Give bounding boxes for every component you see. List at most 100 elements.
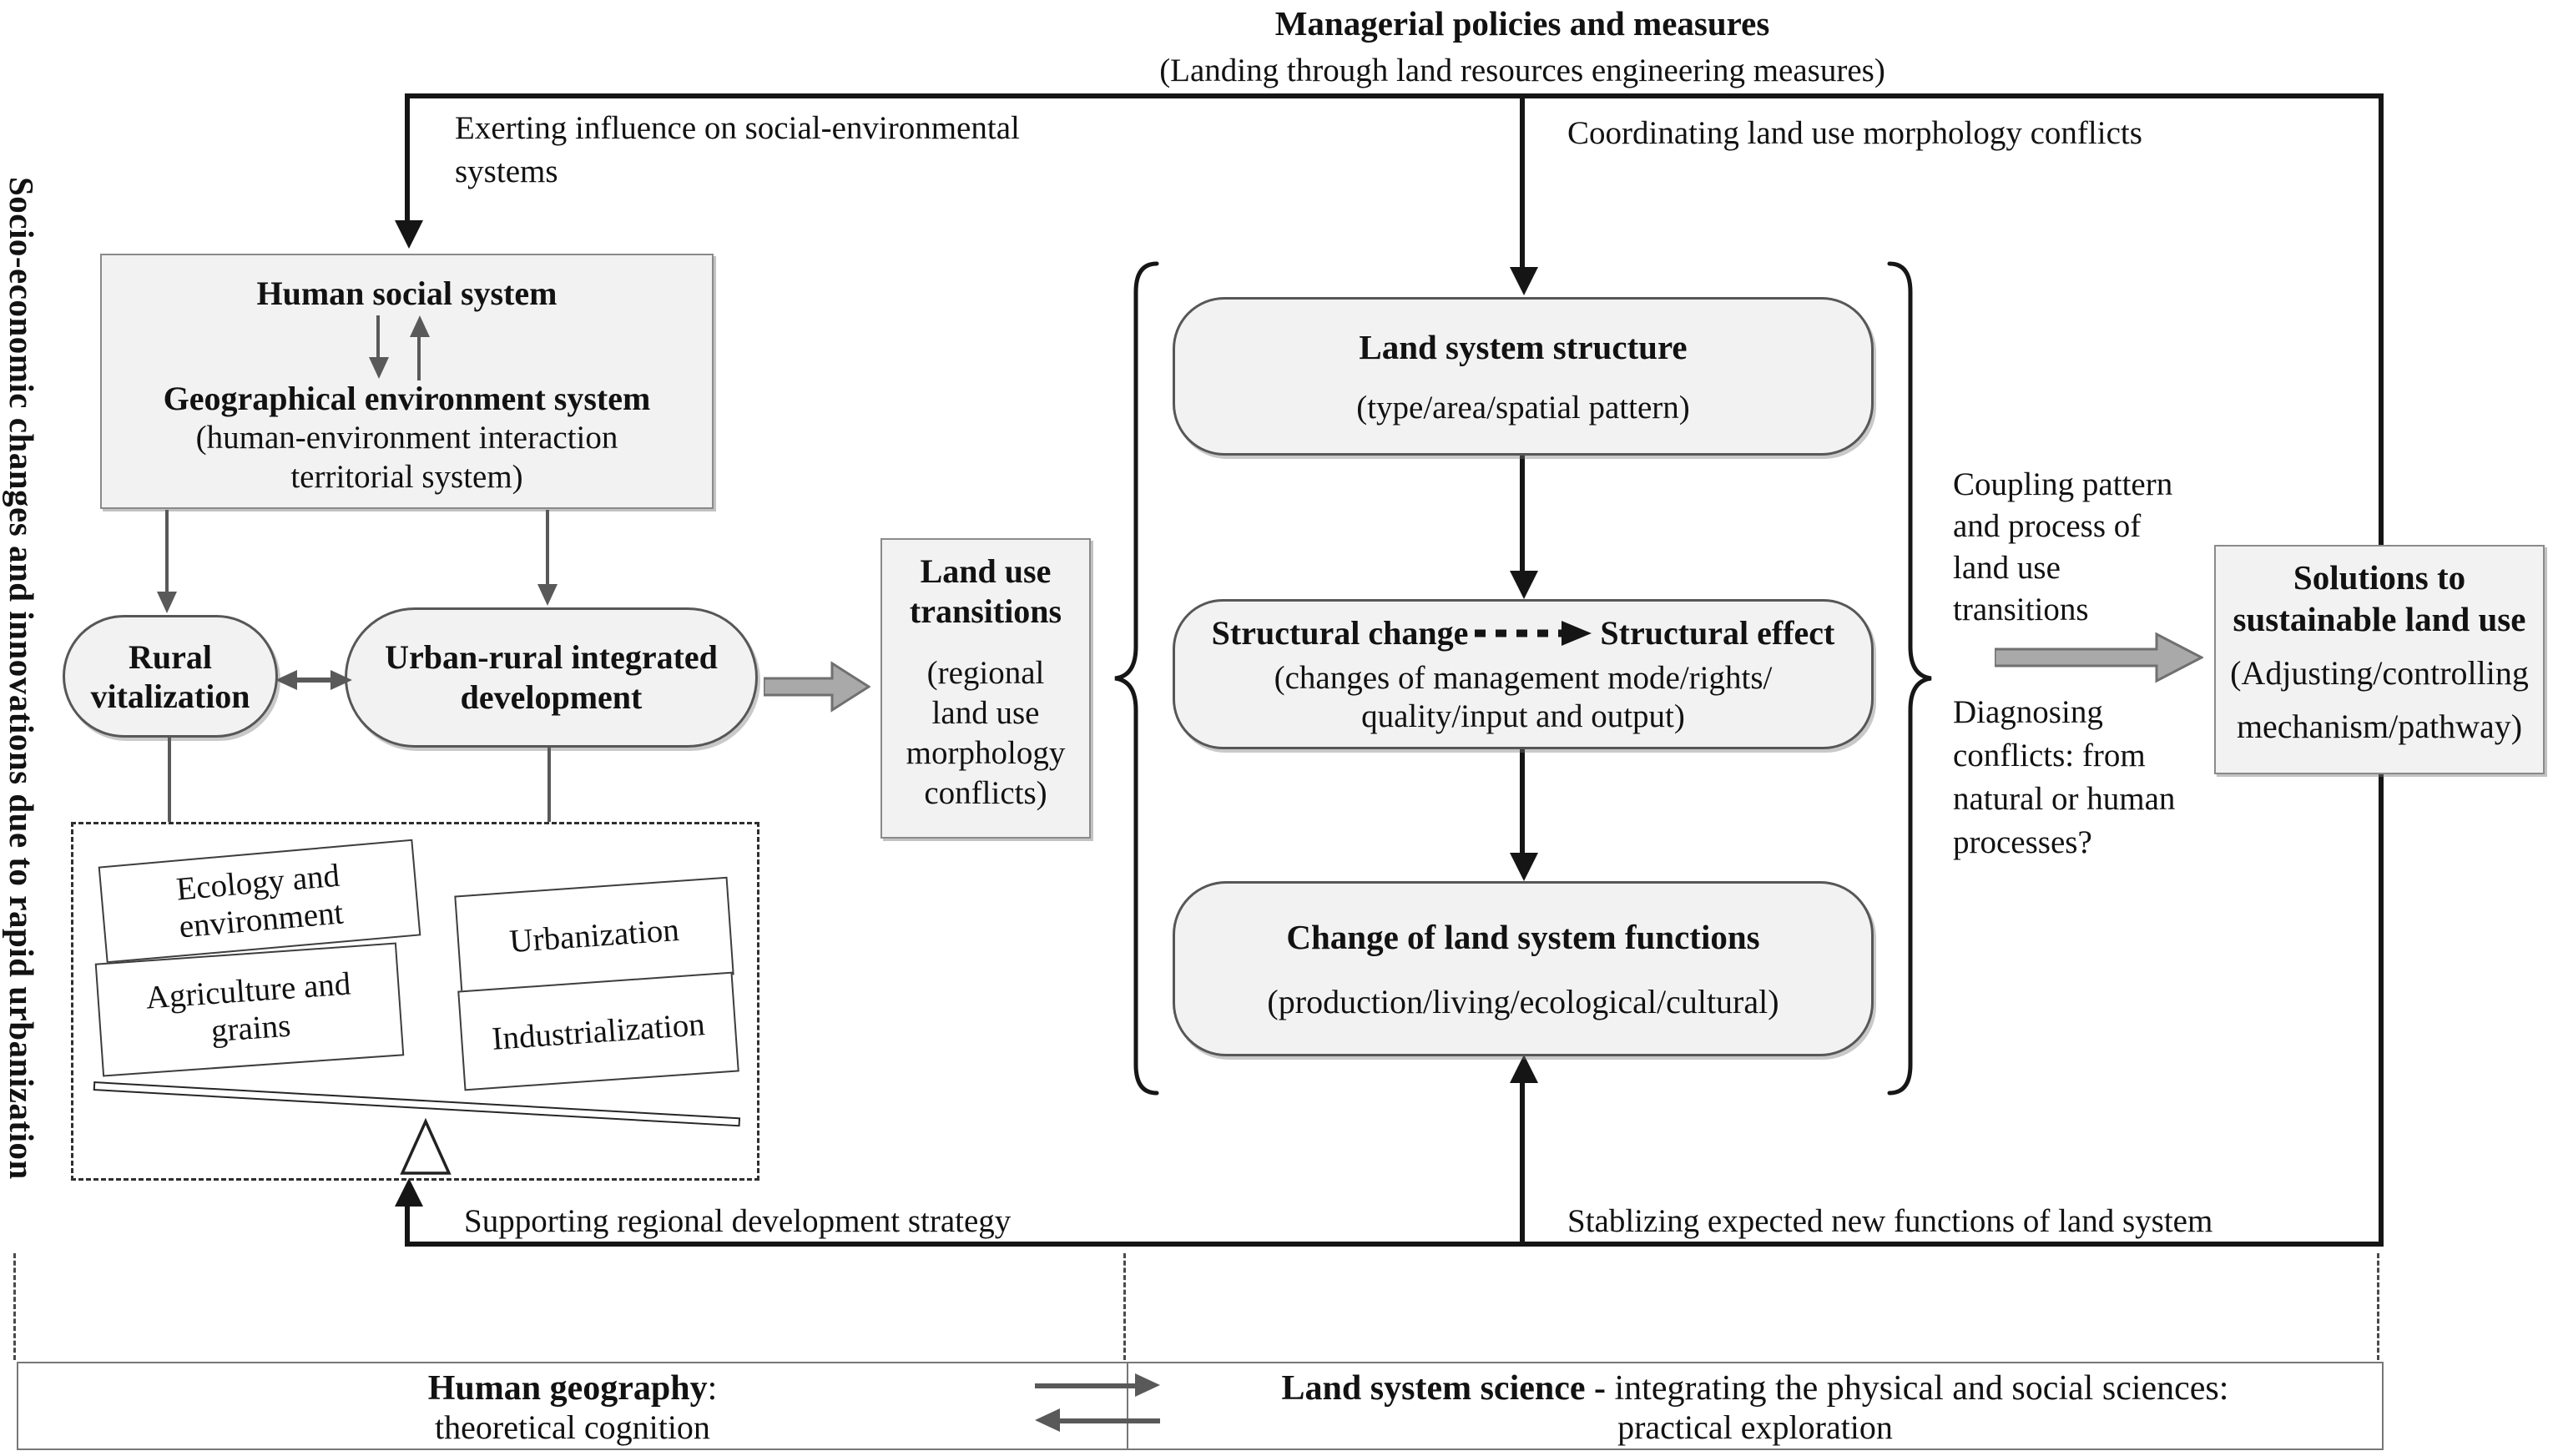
structural-change-box: Structural change Structural effect (cha… <box>1173 599 1874 749</box>
diagnosing-line3: natural or human <box>1953 781 2176 817</box>
factor-urbanization-label: Urbanization <box>507 911 681 960</box>
social-system-note-line1: (human-environment interaction <box>195 420 618 456</box>
coupling-line4: transitions <box>1953 592 2089 627</box>
managerial-title: Managerial policies and measures <box>1274 4 1770 43</box>
rural-urban-arrow-line <box>294 678 330 683</box>
transitions-note-line1: (regional <box>926 655 1045 691</box>
transitions-note-line2: land use <box>931 695 1040 731</box>
rural-vitalization-box: Rural vitalization <box>63 615 278 738</box>
urban-line1: Urban-rural integrated <box>385 638 718 676</box>
factor-industrialization-label: Industrialization <box>490 1005 706 1057</box>
diagnosing-note: Diagnosing conflicts: from natural or hu… <box>1953 691 2175 864</box>
solutions-note-line2: mechanism/pathway) <box>2236 708 2523 745</box>
left-influence-arrowhead-icon <box>395 220 423 249</box>
coupling-line1: Coupling pattern <box>1953 466 2173 502</box>
top-policy-line <box>407 93 2384 98</box>
land-system-science-cell: Land system science - integrating the ph… <box>1128 1363 2382 1448</box>
diagnosing-line4: processes? <box>1953 824 2092 860</box>
solutions-title-line2: sustainable land use <box>2233 600 2526 638</box>
human-geography-colon: : <box>707 1369 718 1408</box>
geographical-system-title: Geographical environment system <box>163 380 651 417</box>
left-influence-line <box>405 93 410 225</box>
bottom-feedback-line <box>407 1242 2384 1247</box>
rural-line1: Rural <box>129 637 212 676</box>
structure-subtitle: (type/area/spatial pattern) <box>1356 389 1690 426</box>
structure-to-structural-line <box>1520 456 1525 572</box>
diagnosing-line1: Diagnosing <box>1953 694 2103 730</box>
factor-agriculture-box: Agriculture and grains <box>94 942 405 1077</box>
social-system-title: Human social system <box>256 275 558 312</box>
exchange-left-arrowhead-icon <box>1035 1408 1060 1432</box>
factor-industrialization-box: Industrialization <box>457 971 739 1091</box>
rural-urban-right-arrowhead-icon <box>330 670 352 690</box>
right-dashed-connector <box>2377 1253 2379 1360</box>
transitions-note-line3: morphology <box>906 735 1066 771</box>
land-system-structure-box: Land system structure (type/area/spatial… <box>1173 297 1874 456</box>
functions-subtitle: (production/living/ecological/cultural) <box>1267 982 1779 1020</box>
transitions-note-line4: conflicts) <box>924 775 1047 811</box>
block-arrow-to-transitions-icon <box>764 661 870 713</box>
structure-to-structural-arrowhead-icon <box>1510 571 1538 599</box>
land-system-science-rest: integrating the physical and social scie… <box>1614 1369 2229 1408</box>
interaction-down-arrow-icon <box>369 357 389 379</box>
structural-to-functions-arrowhead-icon <box>1510 853 1538 881</box>
structural-change-label: Structural change <box>1211 614 1469 652</box>
structural-note-line2: quality/input and output) <box>1361 698 1685 734</box>
left-axis-label: Socio-economic changes and innovations d… <box>3 177 41 1180</box>
structure-title: Land system structure <box>1359 327 1688 366</box>
urban-to-panel-line <box>547 748 551 822</box>
coupling-note: Coupling pattern and process of land use… <box>1953 464 2172 631</box>
human-geography-cell: Human geography: theoretical cognition <box>18 1363 1127 1448</box>
urban-rural-box: Urban-rural integrated development <box>345 607 758 748</box>
supporting-arrow-line <box>405 1207 410 1247</box>
transitions-title-line1: Land use <box>920 552 1052 590</box>
mid-policy-line <box>1520 93 1525 270</box>
structural-to-functions-line <box>1520 749 1525 854</box>
coordinating-note: Coordinating land use morphology conflic… <box>1567 115 2142 151</box>
exchange-right-arrowhead-icon <box>1135 1373 1160 1397</box>
social-to-rural-arrowhead-icon <box>157 592 177 613</box>
human-geography-title: Human geography <box>427 1369 708 1408</box>
mid-policy-arrowhead-icon <box>1510 267 1538 295</box>
bottom-bar-divider <box>1127 1363 1128 1448</box>
seesaw-fulcrum-icon <box>400 1118 452 1175</box>
coupling-line3: land use <box>1953 550 2061 586</box>
right-brace-icon <box>1887 261 1932 1096</box>
interaction-up-line <box>417 335 421 380</box>
social-system-note-line2: territorial system) <box>290 459 523 495</box>
supporting-note: Supporting regional development strategy <box>464 1203 1012 1239</box>
social-to-urban-line <box>546 510 549 586</box>
mid-dashed-connector <box>1123 1253 1126 1360</box>
land-system-science-title: Land system science - <box>1281 1369 1607 1408</box>
structural-note-line1: (changes of management mode/rights/ <box>1274 660 1773 696</box>
stablizing-arrowhead-icon <box>1510 1055 1538 1083</box>
structural-change-row: Structural change Structural effect <box>1212 613 1835 652</box>
exerting-note-line2: systems <box>455 154 558 189</box>
structural-effect-label: Structural effect <box>1600 614 1835 652</box>
social-system-box: Human social system Geographical environ… <box>100 254 714 509</box>
interaction-down-line <box>376 315 380 360</box>
land-use-transitions-box: Land use transitions (regional land use … <box>880 538 1091 839</box>
supporting-arrowhead-icon <box>395 1178 423 1207</box>
left-brace-icon <box>1114 261 1159 1096</box>
factor-agriculture-line2: grains <box>209 1007 292 1050</box>
rural-to-panel-line <box>168 738 171 822</box>
land-system-science-subtitle: practical exploration <box>1617 1408 1893 1446</box>
stablizing-arrow-line <box>1520 1083 1525 1247</box>
exchange-right-line <box>1035 1383 1135 1388</box>
bottom-bar: Human geography: theoretical cognition L… <box>17 1362 2384 1450</box>
human-geography-title-line: Human geography: <box>18 1368 1127 1408</box>
functions-box: Change of land system functions (product… <box>1173 881 1874 1056</box>
coupling-line2: and process of <box>1953 508 2142 544</box>
solutions-note-line1: (Adjusting/controlling <box>2230 654 2529 692</box>
interaction-up-arrow-icon <box>410 315 430 337</box>
social-to-rural-line <box>165 510 169 593</box>
managerial-subtitle: (Landing through land resources engineer… <box>1159 53 1885 88</box>
social-to-urban-arrowhead-icon <box>537 584 558 606</box>
exerting-note-line1: Exerting influence on social-environment… <box>455 110 1020 146</box>
rural-line2: vitalization <box>90 677 250 715</box>
dashed-arrow-icon <box>1475 620 1592 646</box>
urban-line2: development <box>460 678 643 716</box>
left-dashed-connector <box>13 1253 16 1360</box>
